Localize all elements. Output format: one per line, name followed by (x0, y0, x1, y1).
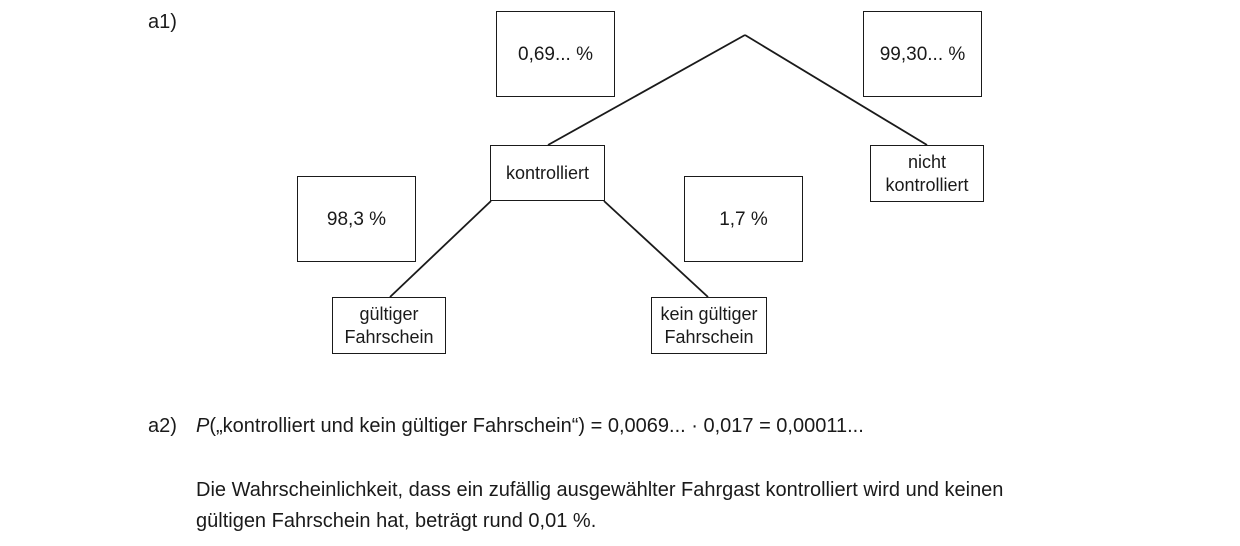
formula-p-symbol: P (196, 415, 210, 437)
prob-box-kontrolliert: 0,69... % (496, 11, 615, 97)
node-kein-gueltiger-fahrschein: kein gültiger Fahrschein (651, 297, 767, 354)
probability-formula: P(„kontrolliert und kein gültiger Fahrsc… (196, 414, 864, 438)
answer-line-1: Die Wahrscheinlichkeit, dass ein zufälli… (196, 479, 1004, 501)
formula-expression: („kontrolliert und kein gültiger Fahrsch… (209, 415, 864, 437)
node-kein-gueltiger-fahrschein-line2: Fahrschein (664, 326, 754, 347)
prob-value-kontrolliert: 0,69... % (518, 43, 593, 65)
node-kontrolliert: kontrolliert (490, 145, 605, 201)
prob-box-kein-gueltig: 1,7 % (684, 176, 803, 262)
branch-root-to-nicht-kontrolliert (744, 34, 928, 146)
branch-root-to-kontrolliert (547, 34, 746, 146)
probability-tree (389, 34, 928, 298)
node-nicht-kontrolliert-line1: nicht (907, 151, 947, 172)
node-kontrolliert-label: kontrolliert (505, 162, 590, 183)
node-gueltiger-fahrschein-line1: gültiger (359, 303, 419, 324)
branch-kontrolliert-to-kein-gueltig (603, 200, 709, 298)
prob-value-kein-gueltig: 1,7 % (719, 208, 768, 230)
node-gueltiger-fahrschein-line2: Fahrschein (344, 326, 434, 347)
prob-box-gueltig: 98,3 % (297, 176, 416, 262)
prob-box-nicht-kontrolliert: 99,30... % (863, 11, 982, 97)
part-a1-label: a1) (148, 11, 177, 33)
prob-value-gueltig: 98,3 % (326, 208, 387, 230)
node-nicht-kontrolliert-line2: kontrolliert (885, 174, 969, 195)
part-a2-label: a2) (148, 415, 177, 437)
node-nicht-kontrolliert: nicht kontrolliert (870, 145, 984, 202)
answer-line-2: gültigen Fahrschein hat, beträgt rund 0,… (196, 510, 597, 532)
node-kein-gueltiger-fahrschein-line1: kein gültiger (660, 303, 758, 324)
prob-value-nicht-kontrolliert: 99,30... % (879, 43, 966, 65)
branch-kontrolliert-to-gueltig (389, 200, 492, 298)
node-gueltiger-fahrschein: gültiger Fahrschein (332, 297, 446, 354)
